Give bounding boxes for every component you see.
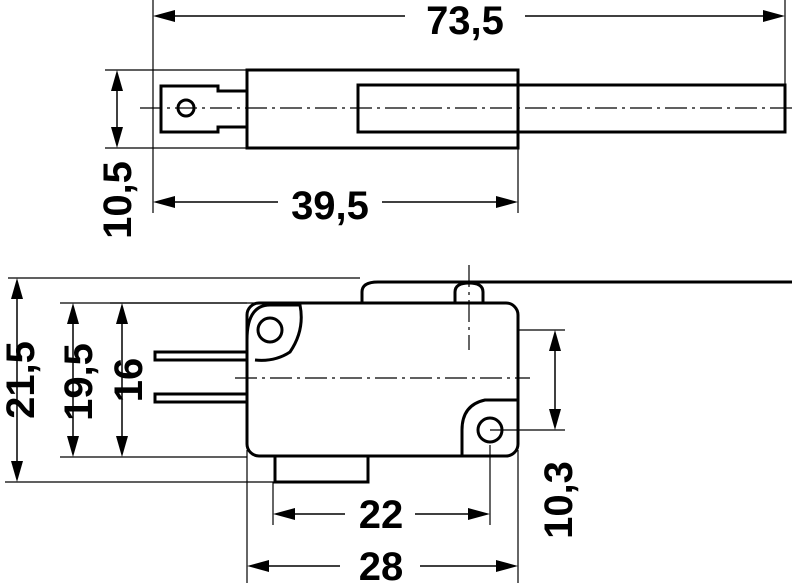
dim-body-height: 16 <box>107 358 151 403</box>
dim-height-with-lever: 21,5 <box>0 341 43 419</box>
dim-height-with-button: 19,5 <box>57 343 101 421</box>
terminal-bottom <box>273 456 370 484</box>
mounting-hole-2 <box>476 416 504 444</box>
dim-body-length: 28 <box>359 545 404 583</box>
dim-top-body-length: 39,5 <box>291 184 369 228</box>
top-view: 73,5 10,5 39,5 <box>96 0 795 239</box>
top-body <box>245 68 520 150</box>
dim-top-height: 10,5 <box>96 161 140 239</box>
dim-overall-length: 73,5 <box>426 0 504 43</box>
terminal-2 <box>153 392 247 404</box>
dim-hole-horizontal-spacing: 22 <box>359 493 404 537</box>
top-terminal <box>159 84 247 134</box>
top-lever <box>356 83 787 134</box>
side-lever <box>360 280 792 302</box>
side-view: 21,5 19,5 16 10,3 22 28 <box>0 265 792 583</box>
side-body <box>245 301 520 458</box>
dim-hole-vertical-spacing: 10,3 <box>537 461 581 539</box>
mounting-hole-1 <box>256 316 284 344</box>
terminal-1 <box>153 350 247 362</box>
